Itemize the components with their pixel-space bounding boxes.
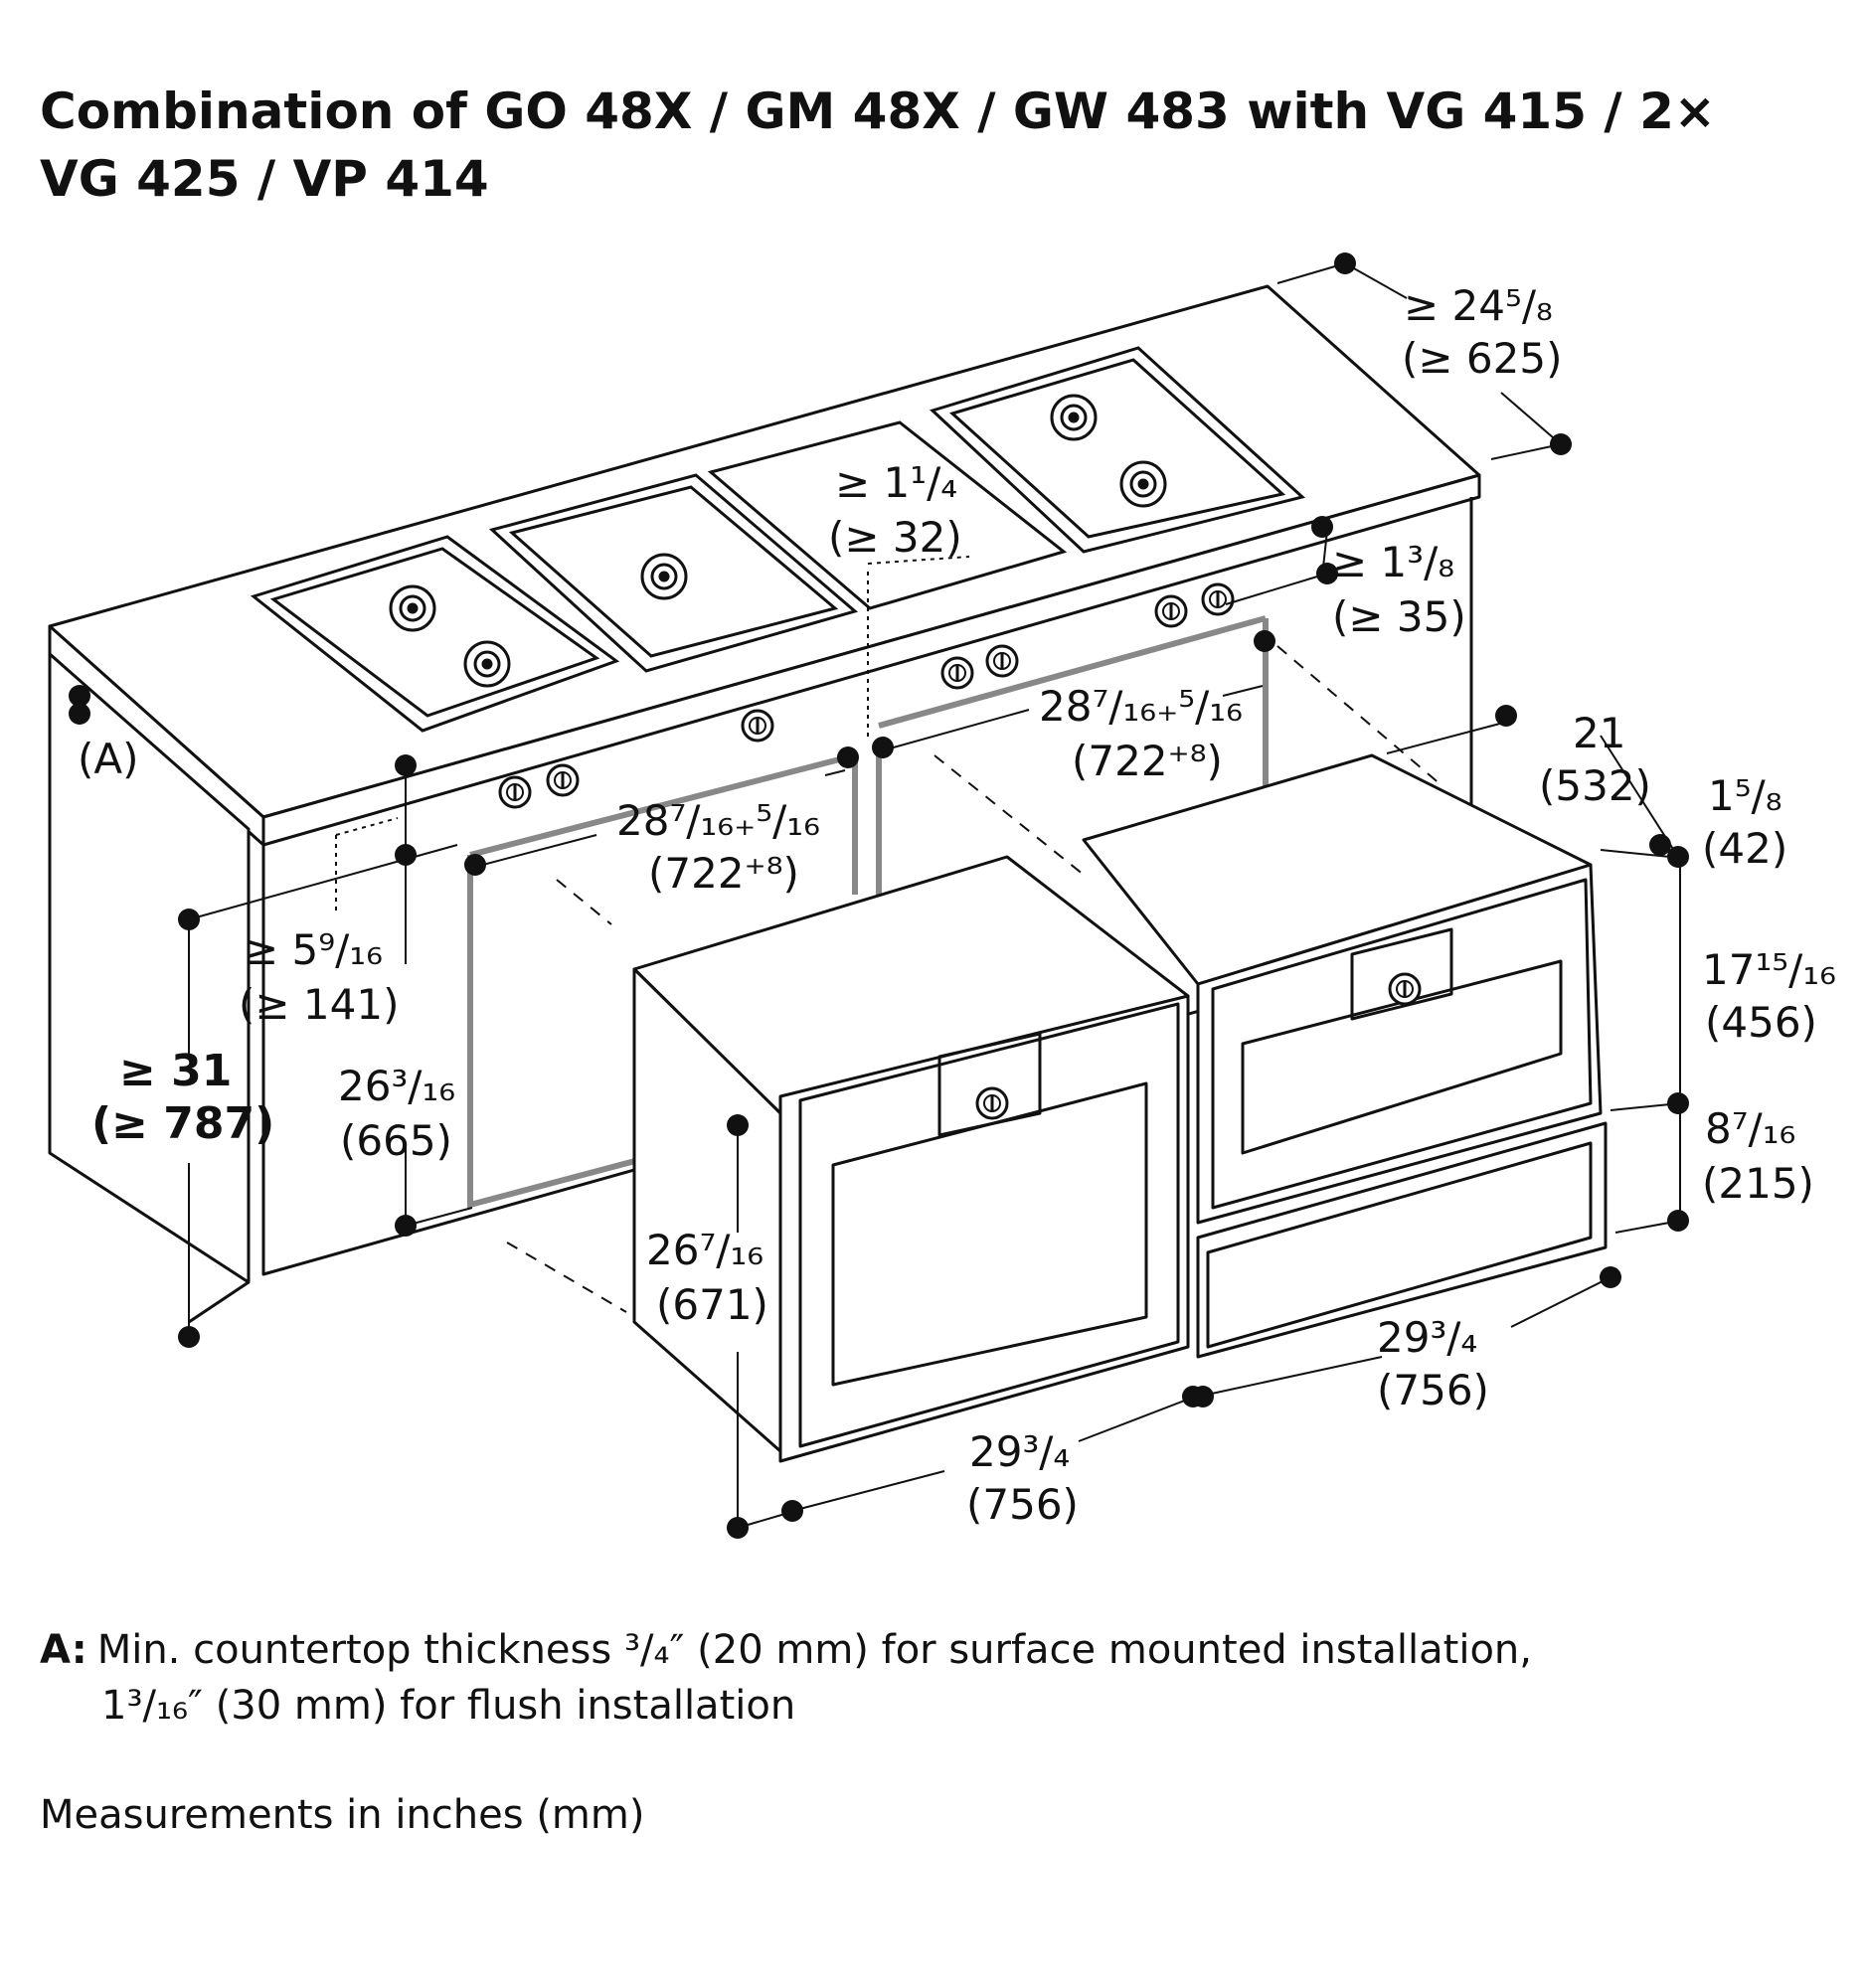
label-a: (A) <box>78 735 139 783</box>
cooktop-module-2 <box>488 473 859 673</box>
dim-oven-width-left-in: 29³/₄ <box>969 1427 1070 1476</box>
cooktop-module-1 <box>250 535 620 733</box>
dim-oven-width-right-in: 29³/₄ <box>1377 1313 1477 1362</box>
measurement-note: Measurements in inches (mm) <box>40 1792 645 1838</box>
dim-oven-depth-in: 21 <box>1573 709 1625 757</box>
dim-cutout-right-mm: (722⁺⁸) <box>1072 737 1223 785</box>
dim-top-cutout-in: ≥ 5⁹/₁₆ <box>244 925 383 974</box>
note-a-line-1: Min. countertop thickness ³/₄″ (20 mm) f… <box>96 1627 1532 1673</box>
dim-oven-height-in: 26⁷/₁₆ <box>646 1226 763 1274</box>
dim-gap-in: ≥ 1¹/₄ <box>835 458 957 507</box>
oven-right <box>1082 753 1608 1359</box>
dim-top-cutout-mm: (≥ 141) <box>239 980 399 1029</box>
dim-oven-width-left-mm: (756) <box>966 1480 1079 1529</box>
dim-counter-height-in: ≥ 31 <box>119 1046 232 1096</box>
cutout-left <box>467 752 858 1209</box>
dim-counter-depth-in: ≥ 24⁵/₈ <box>1404 281 1553 330</box>
note-a-label: A: <box>40 1627 87 1673</box>
dim-oven-depth-mm: (532) <box>1539 761 1651 810</box>
dim-cutout-left-mm: (722⁺⁸) <box>648 849 799 898</box>
oven-left <box>632 855 1190 1463</box>
dim-cutout-height-mm: (665) <box>340 1116 452 1165</box>
dim-projection-mm: (42) <box>1702 824 1787 873</box>
dim-counter-depth-mm: (≥ 625) <box>1402 334 1562 383</box>
dim-counter-height-mm: (≥ 787) <box>91 1098 274 1149</box>
dim-cutout-left-in: 28⁷/₁₆₊⁵/₁₆ <box>616 796 820 845</box>
note-a-line-2: 1³/₁₆″ (30 mm) for flush installation <box>101 1683 796 1729</box>
cooktop-module-4 <box>930 346 1306 554</box>
title-line-2: VG 425 / VP 414 <box>40 150 489 208</box>
dim-cutout-right-in: 28⁷/₁₆₊⁵/₁₆ <box>1039 682 1243 731</box>
page-title: Combination of GO 48X / GM 48X / GW 483 … <box>40 78 1829 213</box>
dimension-lines <box>188 262 1681 1529</box>
cooktop-module-3 <box>707 420 1068 610</box>
title-line-1: Combination of GO 48X / GM 48X / GW 483 … <box>40 83 1716 140</box>
dim-drawer-height-in: 8⁷/₁₆ <box>1705 1104 1795 1153</box>
dimension-endpoints <box>69 252 1689 1539</box>
dim-knob-offset-mm: (≥ 35) <box>1332 592 1466 641</box>
dim-gap-mm: (≥ 32) <box>828 513 962 562</box>
dim-upper-height-in: 17¹⁵/₁₆ <box>1702 945 1836 994</box>
note-a: A:Min. countertop thickness ³/₄″ (20 mm)… <box>40 1622 1532 1734</box>
dim-knob-offset-in: ≥ 1³/₈ <box>1332 538 1454 586</box>
dimension-labels: ≥ 24⁵/₈ (≥ 625) ≥ 1¹/₄ (≥ 32) ≥ 1³/₈ (≥ … <box>78 281 1836 1529</box>
dim-oven-width-right-mm: (756) <box>1377 1366 1489 1414</box>
dim-cutout-height-in: 26³/₁₆ <box>338 1062 455 1110</box>
dim-drawer-height-mm: (215) <box>1702 1159 1814 1208</box>
dim-upper-height-mm: (456) <box>1705 998 1817 1047</box>
dim-projection-in: 1⁵/₈ <box>1708 771 1782 820</box>
dim-oven-height-mm: (671) <box>656 1280 768 1329</box>
